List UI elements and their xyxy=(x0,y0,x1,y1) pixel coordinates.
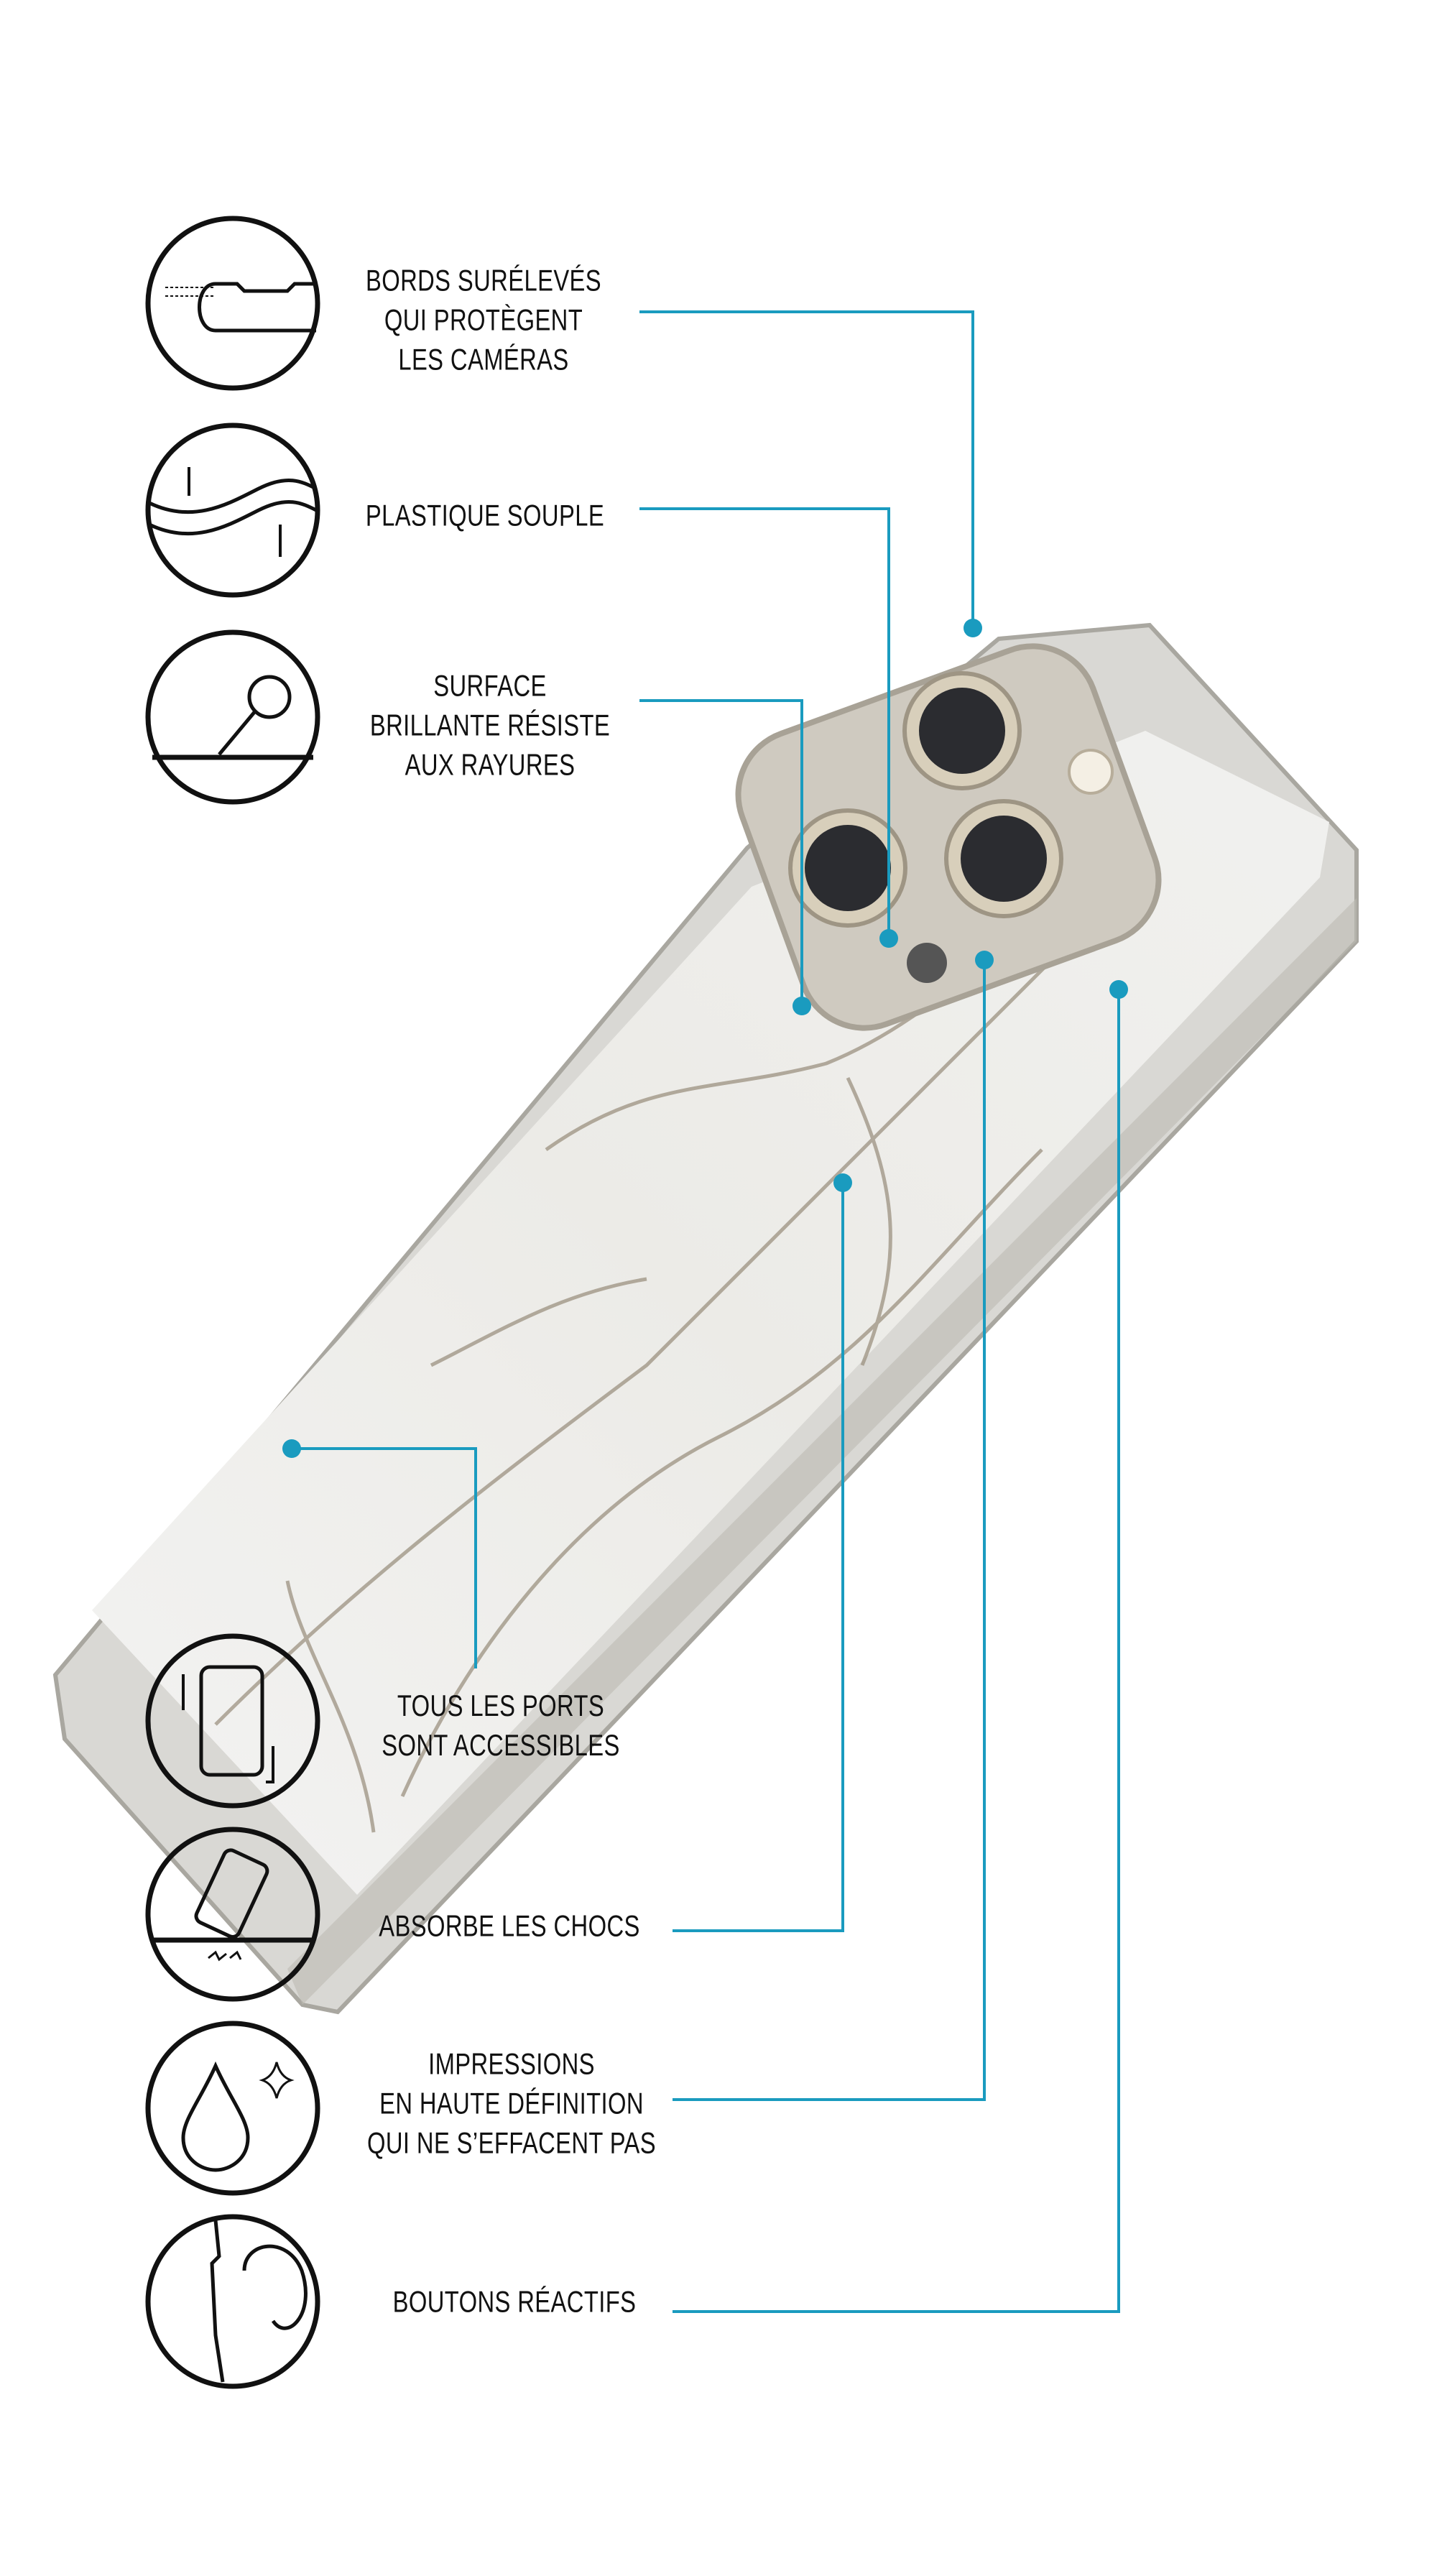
callout-dot xyxy=(833,1173,852,1192)
marble-back xyxy=(92,731,1329,1895)
callout-line-ports xyxy=(292,1447,477,1668)
label-line: QUI PROTÈGENT xyxy=(384,303,583,337)
callout-dot xyxy=(793,997,811,1015)
label-line: BORDS SURÉLEVÉS xyxy=(365,263,602,297)
scratch-resistant-icon xyxy=(145,629,320,805)
feature-label-ports: TOUS LES PORTS SONT ACCESSIBLES xyxy=(382,1686,620,1765)
label-line: SONT ACCESSIBLES xyxy=(382,1728,620,1762)
label-line: PLASTIQUE SOUPLE xyxy=(365,498,605,532)
label-line: EN HAUTE DÉFINITION xyxy=(379,2086,644,2120)
label-line: QUI NE S’EFFACENT PAS xyxy=(366,2125,657,2160)
raised-edges-icon xyxy=(145,216,320,391)
feature-label-buttons: BOUTONS RÉACTIFS xyxy=(393,2282,637,2322)
ports-accessible-icon xyxy=(145,1633,320,1809)
flexible-plastic-icon xyxy=(145,423,320,598)
callout-line-shock xyxy=(673,1183,844,1932)
callout-line-scratch-resistant xyxy=(639,699,803,1006)
feature-label-scratch-resistant: SURFACE BRILLANTE RÉSISTE AUX RAYURES xyxy=(370,666,610,785)
label-line: ABSORBE LES CHOCS xyxy=(379,1908,640,1943)
feature-label-print: IMPRESSIONS EN HAUTE DÉFINITION QUI NE S… xyxy=(367,2044,656,2163)
callout-dot xyxy=(879,929,898,948)
label-line: BOUTONS RÉACTIFS xyxy=(392,2284,637,2319)
label-line: BRILLANTE RÉSISTE xyxy=(369,708,611,742)
responsive-buttons-icon xyxy=(145,2214,320,2389)
shock-absorb-icon xyxy=(145,1827,320,2002)
callout-line-buttons xyxy=(673,989,1120,2313)
callout-dot xyxy=(975,951,994,969)
label-line: TOUS LES PORTS xyxy=(397,1689,605,1722)
hd-print-icon xyxy=(145,2021,320,2196)
label-line: SURFACE xyxy=(433,668,547,703)
callout-line-flexible-plastic xyxy=(639,507,890,938)
label-line: LES CAMÉRAS xyxy=(398,342,569,377)
callout-line-raised-edges xyxy=(639,310,974,628)
callout-line-print xyxy=(673,960,986,2101)
feature-label-raised-edges: BORDS SURÉLEVÉS QUI PROTÈGENT LES CAMÉRA… xyxy=(366,261,601,379)
label-line: AUX RAYURES xyxy=(405,747,576,782)
feature-label-flexible-plastic: PLASTIQUE SOUPLE xyxy=(366,496,604,535)
callout-dot xyxy=(1109,980,1128,999)
callout-dot xyxy=(282,1439,301,1458)
feature-label-shock: ABSORBE LES CHOCS xyxy=(379,1906,639,1946)
label-line: IMPRESSIONS xyxy=(428,2046,595,2081)
camera-lenses xyxy=(788,671,1114,983)
callout-dot xyxy=(964,619,982,637)
